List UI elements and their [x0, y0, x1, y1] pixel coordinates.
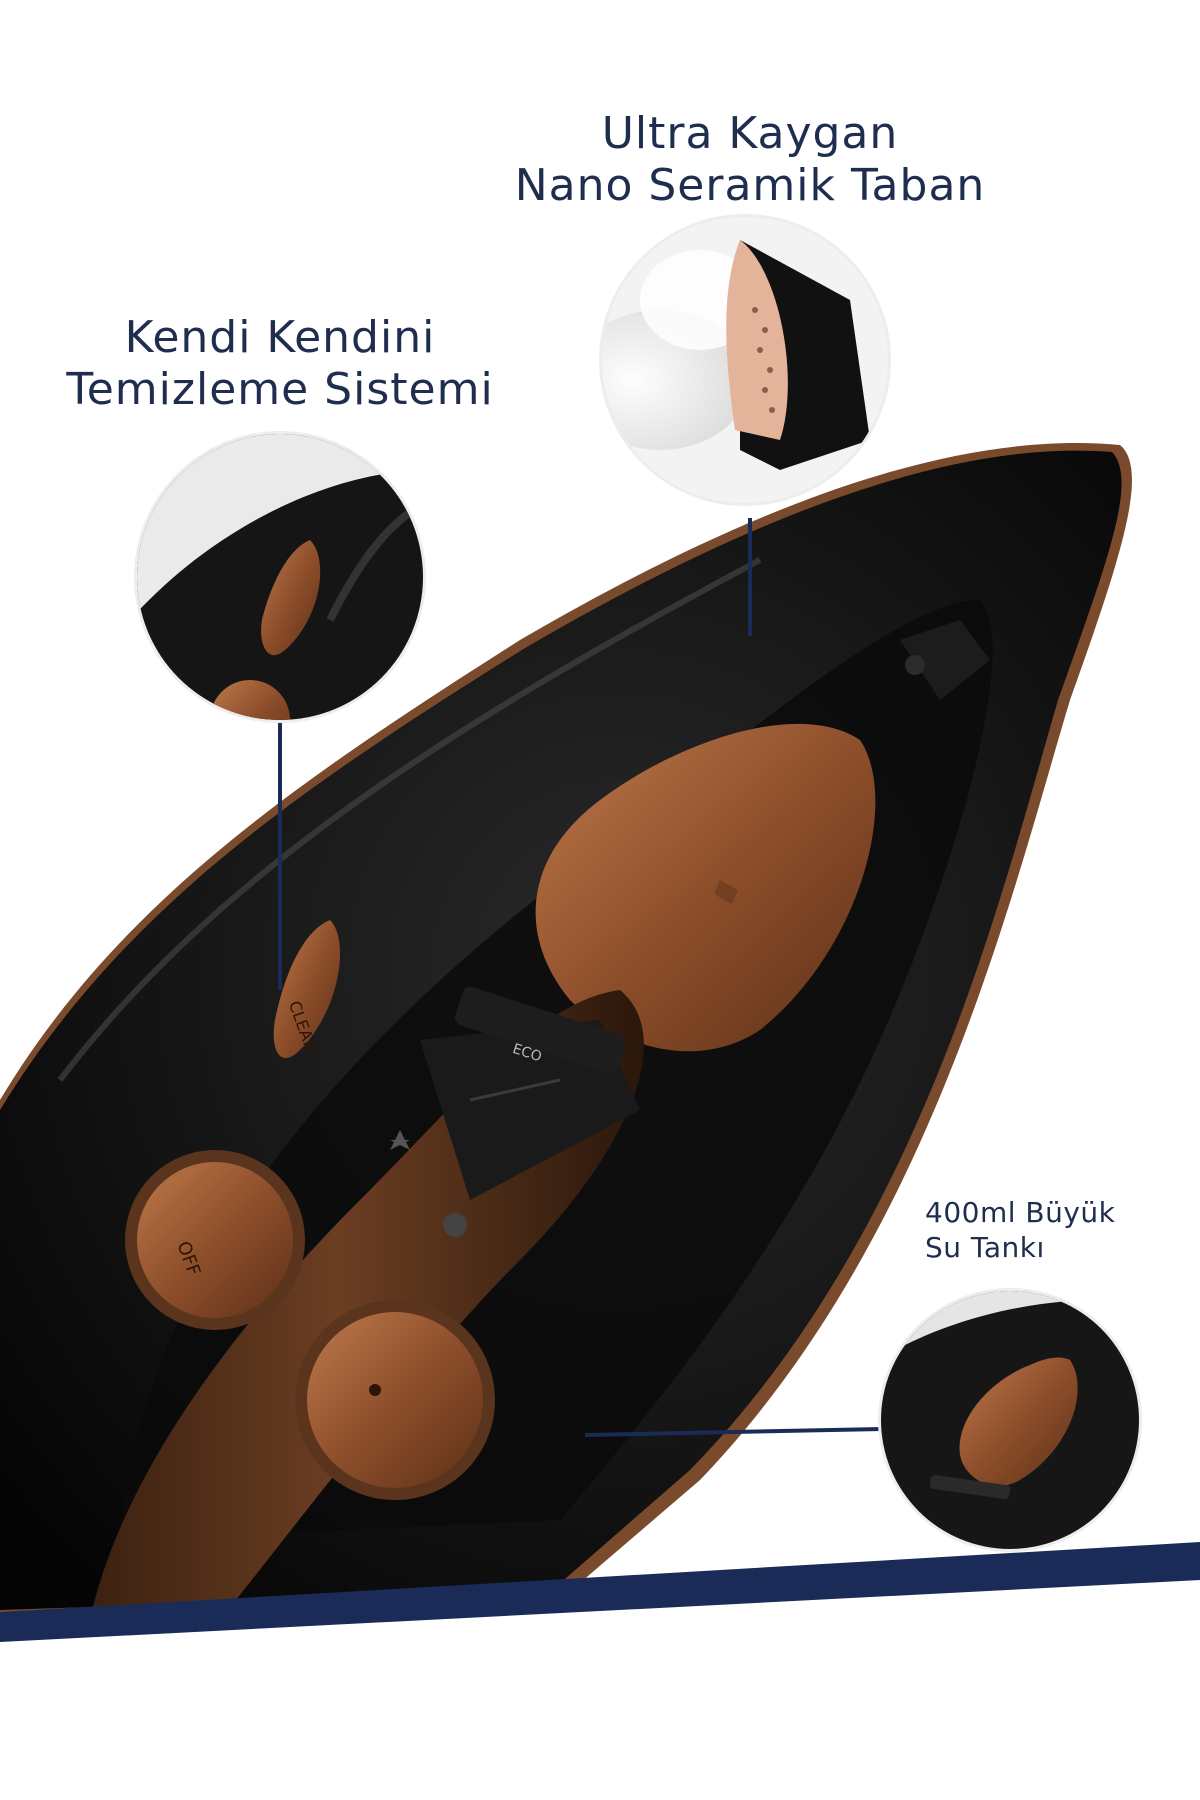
sole-plate-label-line1: Ultra Kaygan [601, 108, 899, 159]
self-clean-label-line1: Kendi Kendini [124, 312, 436, 363]
water-tank-label-line2: Su Tankı [925, 1231, 1045, 1264]
iron-nose [900, 620, 990, 700]
water-tank-callout [878, 1288, 1142, 1552]
clean-button: CLEAN [273, 920, 340, 1059]
sole-plate-label: Ultra Kaygan Nano Seramik Taban [470, 108, 1030, 212]
sole-plate-label-line2: Nano Seramik Taban [514, 159, 986, 211]
water-tank [535, 723, 876, 1052]
steam-dial [295, 1300, 495, 1500]
water-tank-label-line1: 400ml Büyük [925, 1196, 1116, 1229]
self-clean-label: Kendi Kendini Temizleme Sistemi [60, 312, 500, 416]
self-clean-label-line2: Temizleme Sistemi [66, 363, 494, 415]
connector-line-tank [584, 1427, 883, 1437]
temperature-dial: OFF [125, 1150, 305, 1330]
water-tank-label: 400ml Büyük Su Tankı [925, 1195, 1165, 1265]
navy-stripe [0, 1542, 1200, 1642]
steam-burst-icon [390, 1130, 410, 1150]
turbo-steam-icon [443, 1213, 467, 1237]
sole-plate-callout [599, 214, 891, 506]
self-clean-callout [134, 431, 426, 723]
